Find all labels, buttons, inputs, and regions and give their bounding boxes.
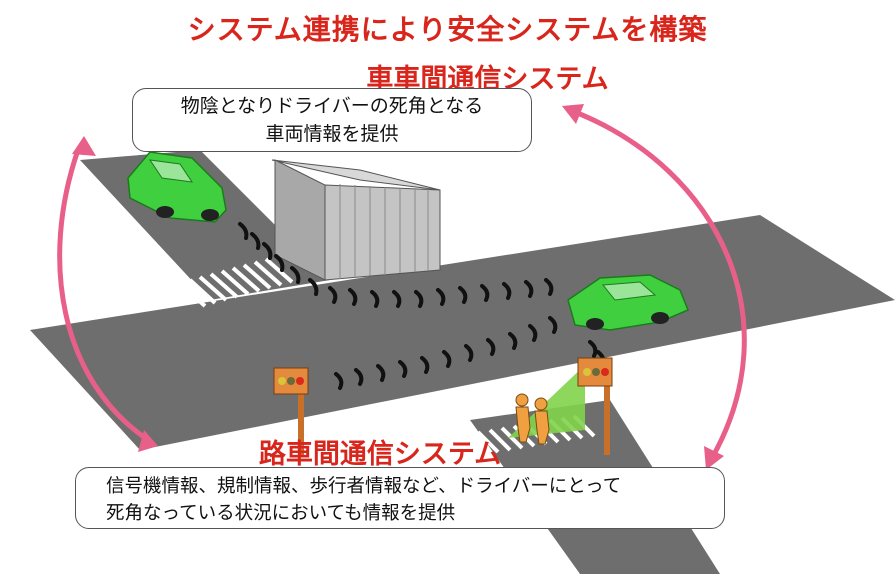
radio-wave-v2v: [238, 222, 554, 308]
v2v-description-line-1: 物陰となりドライバーの死角となる: [180, 95, 484, 117]
pedestrian-icon: [515, 393, 550, 445]
building-block: [271, 159, 441, 281]
v2v-description-line-2: 車両情報を提供: [265, 123, 399, 145]
r2v-description-callout: 信号機情報、規制情報、歩行者情報など、ドライバーにとって 死角なっている状況にお…: [75, 467, 725, 529]
crosswalk-upper: [178, 257, 294, 308]
traffic-signal-right-icon: [577, 357, 613, 455]
page-title: システム連携により安全システムを構築: [187, 13, 708, 46]
car-icon-right: [567, 274, 689, 331]
arrow-right-curved-icon: [562, 104, 747, 470]
car-icon-upper: [127, 151, 227, 223]
r2v-description-line-2: 死角なっている状況においても情報を提供: [106, 503, 456, 524]
arrow-left-curved-icon: [57, 136, 158, 452]
traffic-signal-left-icon: [273, 367, 309, 455]
r2v-system-title: 路車間通信システム: [258, 439, 502, 470]
road-horizontal: [30, 215, 895, 450]
v2v-description-callout: 物陰となりドライバーの死角となる 車両情報を提供: [132, 88, 532, 152]
r2v-description-line-1: 信号機情報、規制情報、歩行者情報など、ドライバーにとって: [106, 476, 622, 497]
